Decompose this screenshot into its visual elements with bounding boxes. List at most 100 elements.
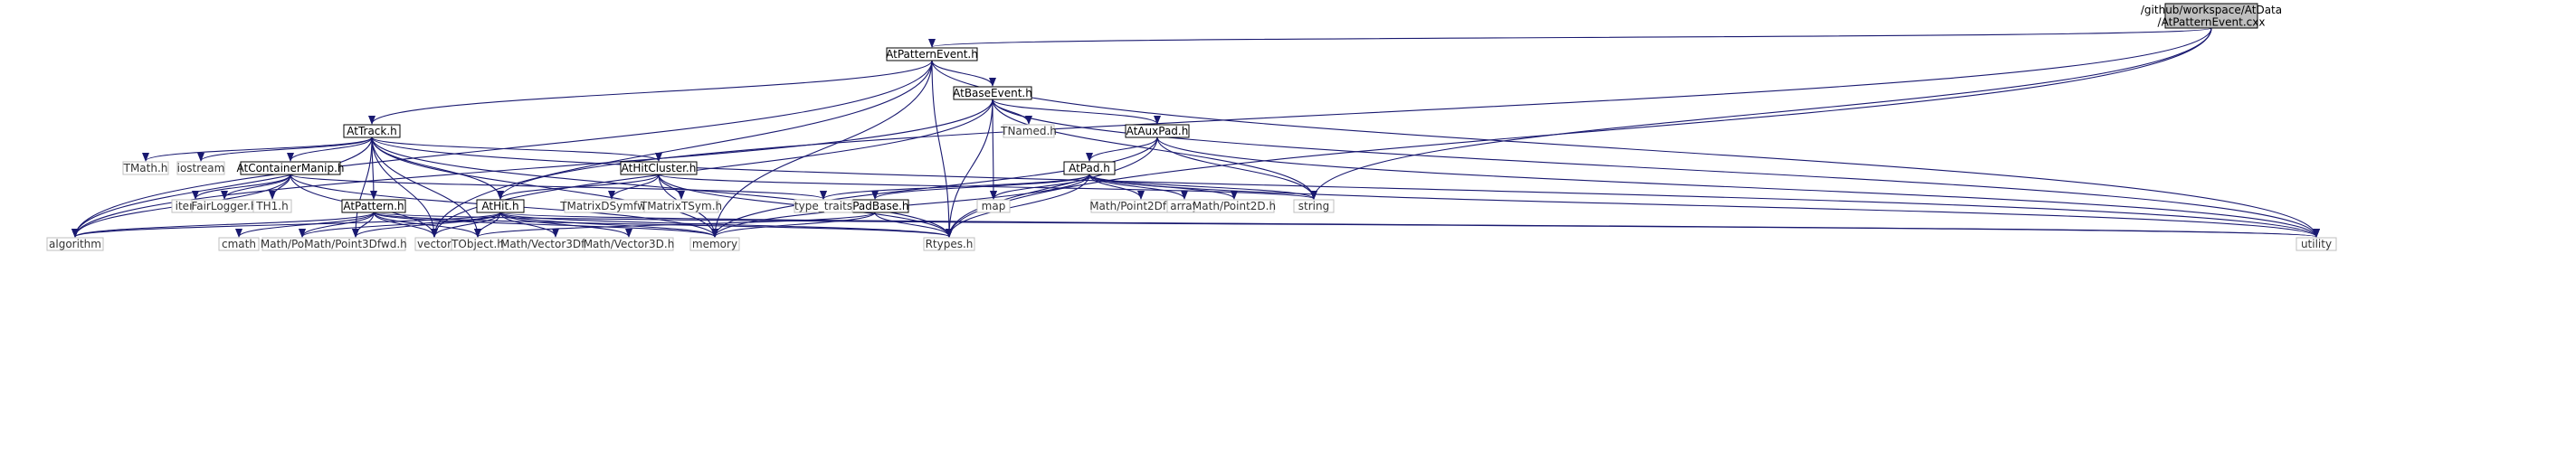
node-label: iostream	[177, 162, 225, 174]
node-athitcluster-h[interactable]: AtHitCluster.h	[620, 161, 698, 175]
node-label: utility	[2301, 238, 2332, 250]
node-box	[886, 47, 978, 61]
edge-atauxpad-h-to-utility	[1156, 137, 2320, 238]
node-map: map	[976, 199, 1011, 213]
node-cmath: cmath	[218, 237, 260, 251]
node-tmath-h: TMath.h	[122, 161, 169, 175]
node-atpattern-h[interactable]: AtPattern.h	[341, 199, 406, 213]
edge-attrack-h-to-athit-h	[371, 137, 504, 200]
node-math-point3dfwd-h: Math/Point3Dfwd.h	[304, 237, 407, 251]
edge-atpatternevent-h-to-atbaseevent-h	[931, 60, 996, 87]
node-tnamed-h: TNamed.h	[1000, 124, 1057, 138]
node-algorithm: algorithm	[46, 237, 104, 251]
edge-athit-h-to-math-vector3d-h	[499, 212, 632, 238]
node-box	[923, 237, 975, 251]
node-utility: utility	[2296, 237, 2337, 251]
node-atpadbase-h[interactable]: AtPadBase.h	[841, 199, 909, 213]
node-memory: memory	[689, 237, 740, 251]
node-atcontainermanip-h[interactable]: AtContainerManip.h	[236, 161, 345, 175]
node-box	[476, 199, 525, 213]
edge-atbaseevent-h-to-atauxpad-h	[992, 99, 1161, 125]
node-atauxpad-h[interactable]: AtAuxPad.h	[1125, 124, 1190, 138]
node-label: Math/Vector3Dfwd.h	[500, 238, 611, 250]
node-label: TMath.h	[123, 162, 168, 174]
node-label: array	[1170, 200, 1198, 212]
edge-atpad-h-to-math-point2dfwd-h	[1088, 174, 1145, 200]
node-atpatternevent-h[interactable]: AtPatternEvent.h	[886, 47, 978, 61]
node-tobject-h: TObject.h	[451, 237, 505, 251]
edge-atauxpad-h-to-atpad-h	[1086, 137, 1158, 162]
edge-atcontainermanip-h-to-iterator	[192, 174, 291, 200]
edge-atpatternevent-h-to-memory	[711, 60, 933, 238]
edge-athitcluster-h-to-string	[658, 174, 1317, 200]
edge-athitcluster-h-to-athit-h	[497, 174, 660, 200]
node-box	[176, 161, 225, 175]
node-type-traits: type_traits	[794, 199, 853, 213]
edge-atcontainermanip-h-to-type-traits	[290, 174, 827, 200]
node-label: Math/Point2D.h	[1193, 200, 1276, 212]
node-box	[2164, 3, 2258, 29]
node-box	[1125, 124, 1190, 138]
edge-atpad-h-to-string	[1088, 174, 1317, 200]
edge-attrack-h-to-algorithm	[71, 137, 373, 238]
node-label: algorithm	[49, 238, 101, 250]
node-label: TNamed.h	[1000, 125, 1057, 137]
node-label: AtAuxPad.h	[1126, 125, 1189, 137]
node-label: Math/Vector3D.h	[584, 238, 675, 250]
node-attrack-h[interactable]: AtTrack.h	[343, 124, 401, 138]
node-box	[341, 199, 406, 213]
node-math-vector3d-h: Math/Vector3D.h	[584, 237, 675, 251]
edge-atpad-h-to-array	[1088, 174, 1188, 200]
edge-atpattern-h-to-tobject-h	[373, 212, 481, 238]
node-math-point2dfwd-h: Math/Point2Dfwd.h	[1089, 199, 1193, 213]
node-label: /AtPatternEvent.cxx	[2158, 15, 2266, 28]
node-label: vector	[417, 238, 452, 250]
node-label: string	[1298, 200, 1329, 212]
edge-root-to-string	[1310, 27, 2212, 200]
node-box	[1293, 199, 1335, 213]
edge-atpadbase-h-to-memory	[711, 212, 876, 238]
edge-root-to-athit-h	[497, 27, 2212, 200]
edge-atpattern-h-to-cmath	[235, 212, 375, 238]
edge-athit-h-to-math-point3d-h	[299, 212, 501, 238]
node-box	[953, 86, 1032, 100]
node-root[interactable]: /github/workspace/AtData/AtPatternEvent.…	[2141, 3, 2282, 29]
edge-attrack-h-to-rtypes-h	[371, 137, 953, 238]
node-box	[643, 199, 719, 213]
node-box	[584, 237, 674, 251]
node-label: type_traits	[794, 200, 852, 212]
nodes-layer: /github/workspace/AtData/AtPatternEvent.…	[46, 3, 2337, 251]
edge-atpatternevent-h-to-attrack-h	[368, 60, 933, 125]
edge-root-to-atpatternevent-h	[928, 27, 2212, 48]
node-iostream: iostream	[176, 161, 225, 175]
edge-root-to-rtypes-h	[946, 27, 2212, 238]
node-box	[2296, 237, 2337, 251]
edge-atpattern-h-to-vector	[373, 212, 438, 238]
node-label: Math/Point3Dfwd.h	[304, 238, 407, 250]
node-math-point2d-h: Math/Point2D.h	[1193, 199, 1276, 213]
node-box	[620, 161, 698, 175]
node-tmatrixtsym-h: TMatrixTSym.h	[640, 199, 722, 213]
node-label: FairLogger.h	[191, 200, 257, 212]
node-label: AtPattern.h	[343, 200, 404, 212]
node-label: AtBaseEvent.h	[953, 87, 1032, 99]
node-box	[252, 199, 292, 213]
edge-athit-h-to-rtypes-h	[499, 212, 953, 238]
edge-attrack-h-to-iostream	[197, 137, 373, 162]
edge-atbaseevent-h-to-rtypes-h	[946, 99, 993, 238]
node-vector: vector	[414, 237, 454, 251]
edge-attrack-h-to-utility	[371, 137, 2320, 238]
node-box	[240, 161, 341, 175]
edge-attrack-h-to-athitcluster-h	[371, 137, 662, 162]
node-label: /github/workspace/AtData	[2141, 4, 2282, 16]
node-label: TObject.h	[451, 238, 504, 250]
node-atpad-h[interactable]: AtPad.h	[1063, 161, 1116, 175]
node-label: TMatrixTSym.h	[640, 200, 722, 212]
node-box	[343, 124, 401, 138]
node-atbaseevent-h[interactable]: AtBaseEvent.h	[953, 86, 1032, 100]
node-box	[1193, 199, 1275, 213]
node-label: AtPatternEvent.h	[886, 48, 978, 61]
node-label: AtContainerManip.h	[236, 162, 344, 174]
node-athit-h[interactable]: AtHit.h	[476, 199, 525, 213]
